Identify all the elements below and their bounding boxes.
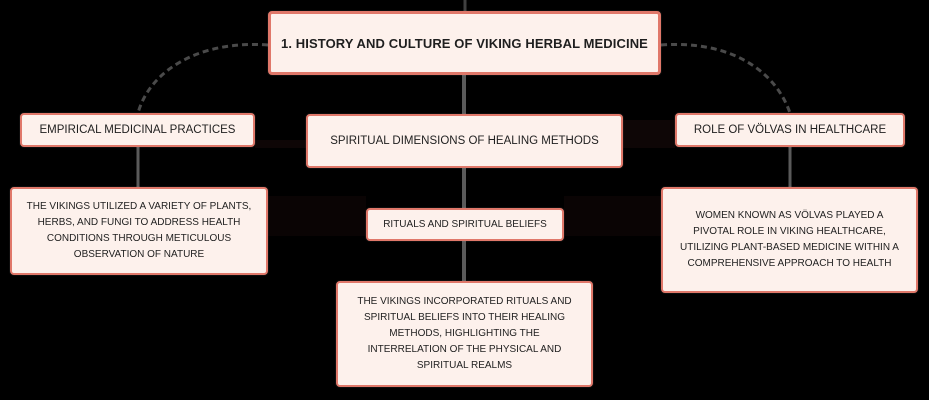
- root-node: 1. HISTORY AND CULTURE OF VIKING HERBAL …: [268, 11, 661, 75]
- leaf-node-empirical-detail: THE VIKINGS UTILIZED A VARIETY OF PLANTS…: [10, 187, 268, 275]
- branch-label-volvas: ROLE OF VÖLVAS IN HEALTHCARE: [693, 124, 887, 136]
- connector-root-to-right: [660, 42, 792, 114]
- branch-node-spiritual: SPIRITUAL DIMENSIONS OF HEALING METHODS: [306, 114, 623, 168]
- leaf-text-volvas: WOMEN KNOWN AS VÖLVAS PLAYED A PIVOTAL R…: [680, 210, 899, 269]
- branch-label-spiritual: SPIRITUAL DIMENSIONS OF HEALING METHODS: [330, 135, 599, 147]
- leaf-node-spiritual-detail: THE VIKINGS INCORPORATED RITUALS AND SPI…: [336, 281, 593, 387]
- connector-root-to-left: [136, 42, 269, 114]
- shadow-band-right: [623, 120, 675, 148]
- sub-label-rituals: RITUALS AND SPIRITUAL BELIEFS: [383, 218, 547, 230]
- shadow-band-left: [255, 140, 307, 148]
- shadow-band-mid-left: [268, 196, 366, 236]
- branch-node-volvas: ROLE OF VÖLVAS IN HEALTHCARE: [675, 113, 905, 147]
- branch-node-empirical: EMPIRICAL MEDICINAL PRACTICES: [20, 113, 255, 147]
- shadow-band-mid-right: [564, 196, 661, 236]
- sub-node-rituals: RITUALS AND SPIRITUAL BELIEFS: [366, 208, 564, 241]
- branch-label-empirical: EMPIRICAL MEDICINAL PRACTICES: [39, 124, 236, 136]
- leaf-text-spiritual: THE VIKINGS INCORPORATED RITUALS AND SPI…: [357, 296, 572, 371]
- leaf-text-empirical: THE VIKINGS UTILIZED A VARIETY OF PLANTS…: [26, 201, 252, 260]
- leaf-node-volvas-detail: WOMEN KNOWN AS VÖLVAS PLAYED A PIVOTAL R…: [661, 187, 918, 293]
- root-label: 1. HISTORY AND CULTURE OF VIKING HERBAL …: [281, 35, 648, 51]
